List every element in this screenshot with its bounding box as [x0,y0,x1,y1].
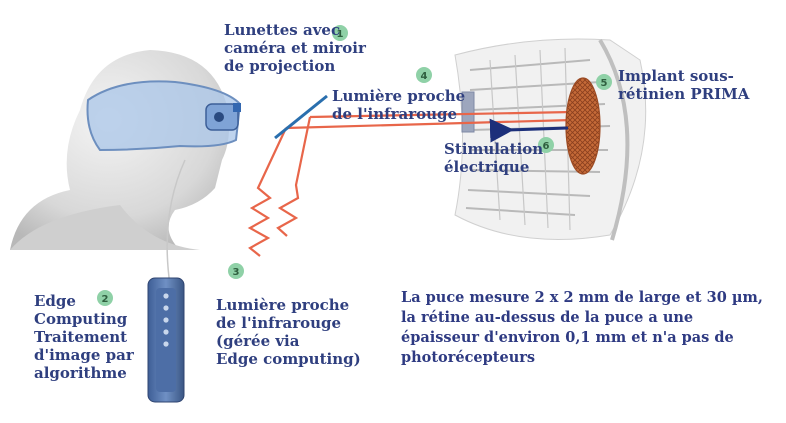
badge-4: 4 [416,67,432,83]
label-edge-computing: Edge Computing Traitement d'image par al… [34,292,134,382]
svg-text:5: 5 [601,78,608,89]
beam-to-implant-upper [285,118,573,130]
badge-2: 2 [97,290,113,306]
label-nir-mirror: Lumière proche de l'infrarouge [332,87,466,123]
edge-device-icon [147,277,185,403]
label-nir-source: Lumière proche de l'infrarouge (gérée vi… [216,296,361,368]
beam-lower-zigzag [276,116,312,237]
badge-1: 1 [332,25,348,41]
chip-description: La puce mesure 2 x 2 mm de large et 30 µ… [401,289,763,366]
prima-implant [565,77,601,175]
goggles-icon [86,80,242,152]
svg-text:4: 4 [421,71,428,82]
badge-3: 3 [228,263,244,279]
svg-text:2: 2 [102,294,109,305]
stimulation-arrow [489,118,569,143]
projection-mirror [274,94,328,140]
badge-5: 5 [596,74,612,90]
cable [166,159,186,286]
beam-upper-zigzag [247,127,287,257]
nir-light-beams [247,110,573,257]
svg-text:1: 1 [337,29,344,40]
label-implant: Implant sous- rétinien PRIMA [618,67,750,103]
badge-6: 6 [538,137,554,153]
svg-text:6: 6 [543,141,550,152]
label-stimulation: Stimulation électrique [444,140,544,176]
beam-to-implant-lower [309,110,573,119]
svg-text:3: 3 [233,267,240,278]
label-glasses: Lunettes avec caméra et miroir de projec… [224,21,366,75]
